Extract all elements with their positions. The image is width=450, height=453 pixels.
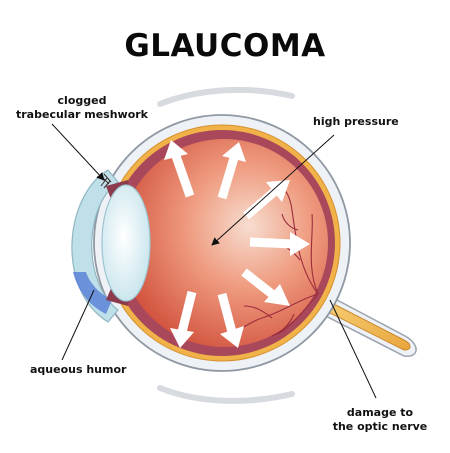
pressure-arrow xyxy=(164,140,195,198)
label-line: the optic nerve xyxy=(332,420,428,433)
pressure-arrow xyxy=(217,292,244,348)
diagram-title: GLAUCOMA xyxy=(124,28,326,64)
leader-aqueous xyxy=(61,289,95,361)
label-line: trabecular meshwork xyxy=(16,108,148,121)
upper-eyelid xyxy=(157,86,295,107)
optic-nerve xyxy=(311,295,411,351)
label-trabecular-meshwork: clogged trabecular meshwork xyxy=(14,94,150,122)
lower-eyelid xyxy=(157,385,295,404)
pressure-arrow xyxy=(249,232,310,256)
leader-trabecular xyxy=(51,123,105,181)
label-high-pressure: high pressure xyxy=(313,115,399,128)
pressure-arrow xyxy=(241,268,290,306)
label-aqueous-humor: aqueous humor xyxy=(30,363,127,376)
leader-pressure xyxy=(211,134,335,246)
pressure-arrow xyxy=(217,142,246,200)
label-line: damage to xyxy=(346,406,414,419)
pressure-arrow xyxy=(243,180,290,220)
pressure-arrow xyxy=(170,290,197,348)
leader-optic xyxy=(329,299,377,399)
label-line: clogged xyxy=(57,94,107,107)
pressure-arrows xyxy=(164,140,310,348)
label-optic-nerve-damage: damage to the optic nerve xyxy=(330,406,430,434)
lens xyxy=(101,184,151,302)
